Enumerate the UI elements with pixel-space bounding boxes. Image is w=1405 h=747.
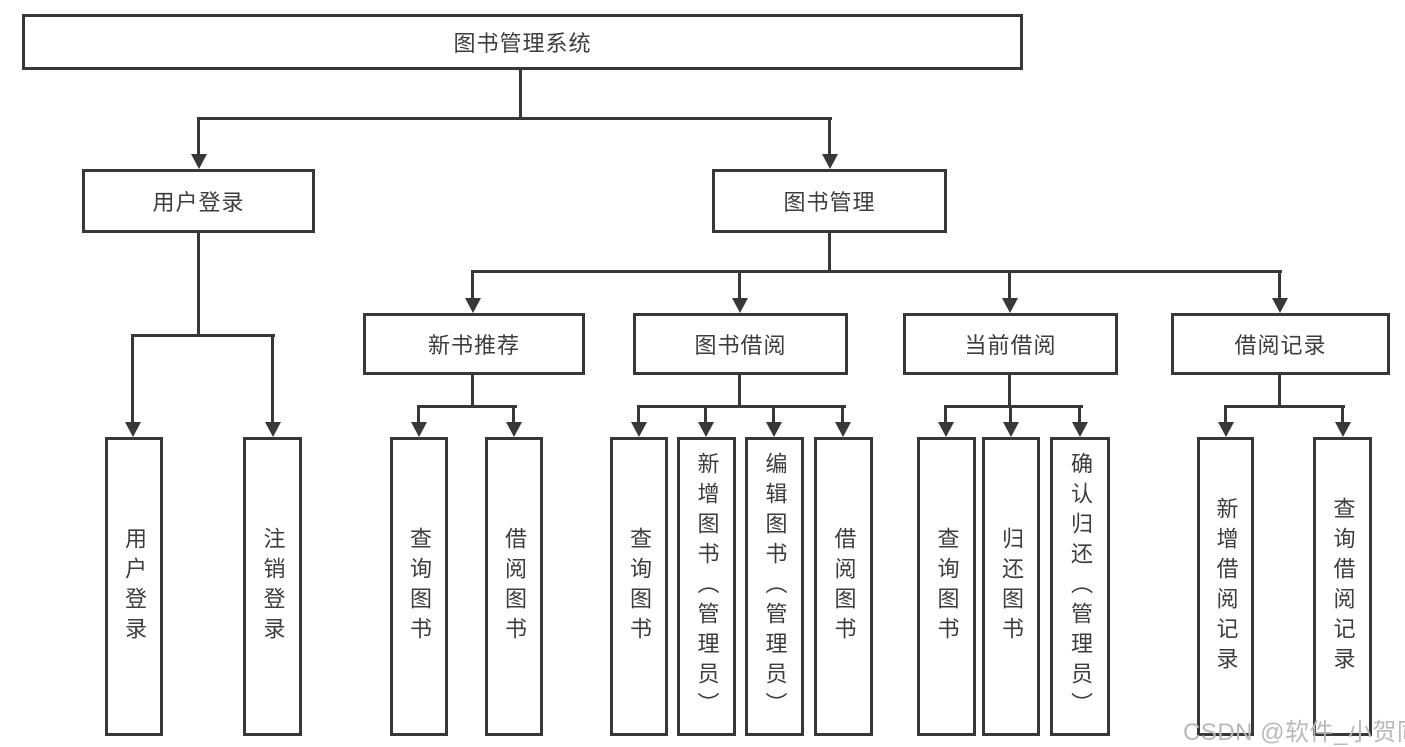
leaf-bb-edit-books-admin: 编辑图书（管理员）: [745, 437, 804, 736]
node-label: 图书管理: [783, 190, 876, 215]
arrowhead-current-borrow: [1002, 298, 1018, 313]
connector-to-cb-query: [944, 405, 947, 425]
leaf-cb-query-books: 查询图书: [917, 437, 976, 736]
leaf-nbr-query-books: 查询图书: [390, 437, 448, 736]
node-label: 图书管理系统: [453, 31, 592, 56]
connector-br-bar: [1224, 405, 1345, 408]
leaf-label: 新增借阅记录: [1213, 496, 1239, 677]
connector-to-bb-query: [637, 405, 640, 425]
arrowhead-book-borrow: [732, 298, 748, 313]
arrowhead-leaf-logout: [265, 422, 281, 437]
arrowhead-bb-add: [698, 422, 714, 437]
arrowhead-book-management: [822, 154, 838, 169]
connector-to-nbr-query: [417, 405, 420, 425]
node-book-borrow: 图书借阅: [633, 313, 848, 375]
node-root-book-management-system: 图书管理系统: [22, 14, 1023, 70]
leaf-label: 借阅图书: [831, 526, 857, 647]
arrowhead-cb-return: [1003, 422, 1019, 437]
leaf-br-add-record: 新增借阅记录: [1197, 437, 1254, 736]
connector-to-nbr-borrow: [512, 405, 515, 425]
node-label: 借阅记录: [1234, 333, 1327, 358]
connector-to-user-login: [197, 117, 200, 157]
arrowhead-bb-borrow: [835, 422, 851, 437]
leaf-label: 查询图书: [407, 526, 432, 647]
node-borrow-records: 借阅记录: [1171, 313, 1390, 375]
connector-to-br-query: [1341, 405, 1344, 425]
arrowhead-borrow-records: [1272, 298, 1288, 313]
arrowhead-nbr-query: [411, 422, 427, 437]
leaf-label: 查询借阅记录: [1330, 496, 1356, 677]
leaf-bb-add-books-admin: 新增图书（管理员）: [677, 437, 736, 736]
node-current-borrow: 当前借阅: [903, 313, 1118, 375]
connector-book-mgmt-bar: [472, 270, 1282, 273]
leaf-label: 查询图书: [934, 526, 960, 647]
connector-to-bb-add: [704, 405, 707, 425]
arrowhead-br-query: [1335, 422, 1351, 437]
leaf-bb-borrow-books: 借阅图书: [814, 437, 873, 736]
connector-br-stem: [1278, 374, 1281, 408]
node-book-management: 图书管理: [712, 169, 947, 233]
leaf-label: 注销登录: [260, 526, 286, 647]
node-label: 新书推荐: [427, 333, 520, 358]
leaf-label: 借阅图书: [502, 526, 527, 647]
connector-to-borrow-records: [1278, 270, 1281, 300]
connector-nbr-bar: [418, 405, 517, 408]
leaf-br-query-record: 查询借阅记录: [1313, 437, 1372, 736]
connector-cb-stem: [1008, 374, 1011, 408]
connector-to-current-borrow: [1008, 270, 1011, 300]
connector-to-cb-return: [1009, 405, 1012, 425]
leaf-bb-query-books: 查询图书: [610, 437, 668, 736]
arrowhead-bb-edit: [766, 422, 782, 437]
connector-root-bar: [197, 117, 832, 120]
connector-to-cb-confirm: [1078, 405, 1081, 425]
arrowhead-cb-confirm: [1072, 422, 1088, 437]
leaf-label: 编辑图书（管理员）: [762, 451, 788, 722]
connector-to-book-management: [828, 117, 831, 157]
connector-to-leaf-login: [131, 334, 134, 424]
connector-to-br-add: [1224, 405, 1227, 425]
connector-to-bb-borrow: [841, 405, 844, 425]
arrowhead-cb-query: [938, 422, 954, 437]
connector-book-mgmt-stem: [828, 232, 831, 273]
leaf-logout: 注销登录: [243, 437, 302, 736]
node-label: 当前借阅: [964, 333, 1057, 358]
connector-user-login-bar: [132, 334, 275, 337]
connector-to-bb-edit: [772, 405, 775, 425]
arrowhead-user-login: [191, 154, 207, 169]
connector-cb-bar: [944, 405, 1083, 408]
connector-to-new-book-recommend: [471, 270, 474, 300]
leaf-user-login: 用户登录: [105, 437, 163, 736]
connector-user-login-stem: [197, 232, 200, 337]
node-user-login: 用户登录: [82, 169, 315, 233]
arrowhead-leaf-login: [125, 422, 141, 437]
leaf-label: 用户登录: [122, 526, 147, 647]
node-label: 图书借阅: [694, 333, 787, 358]
arrowhead-bb-query: [631, 422, 647, 437]
connector-to-book-borrow: [738, 270, 741, 300]
arrowhead-new-book-recommend: [465, 298, 481, 313]
leaf-label: 查询图书: [627, 526, 652, 647]
leaf-label: 归还图书: [999, 526, 1024, 647]
connector-root-stem: [519, 68, 522, 120]
connector-nbr-stem: [471, 374, 474, 408]
arrowhead-br-add: [1218, 422, 1234, 437]
leaf-label: 新增图书（管理员）: [694, 451, 720, 722]
leaf-cb-return-books: 归还图书: [982, 437, 1040, 736]
leaf-nbr-borrow-books: 借阅图书: [485, 437, 543, 736]
node-label: 用户登录: [152, 190, 245, 215]
leaf-label: 确认归还（管理员）: [1068, 451, 1093, 722]
connector-to-leaf-logout: [271, 334, 274, 424]
arrowhead-nbr-borrow: [506, 422, 522, 437]
csdn-watermark: CSDN @软件_小贺同学: [1183, 719, 1405, 746]
node-new-book-recommend: 新书推荐: [363, 313, 585, 375]
connector-bb-bar: [637, 405, 846, 408]
connector-bb-stem: [738, 374, 741, 408]
leaf-cb-confirm-return-admin: 确认归还（管理员）: [1050, 437, 1110, 736]
